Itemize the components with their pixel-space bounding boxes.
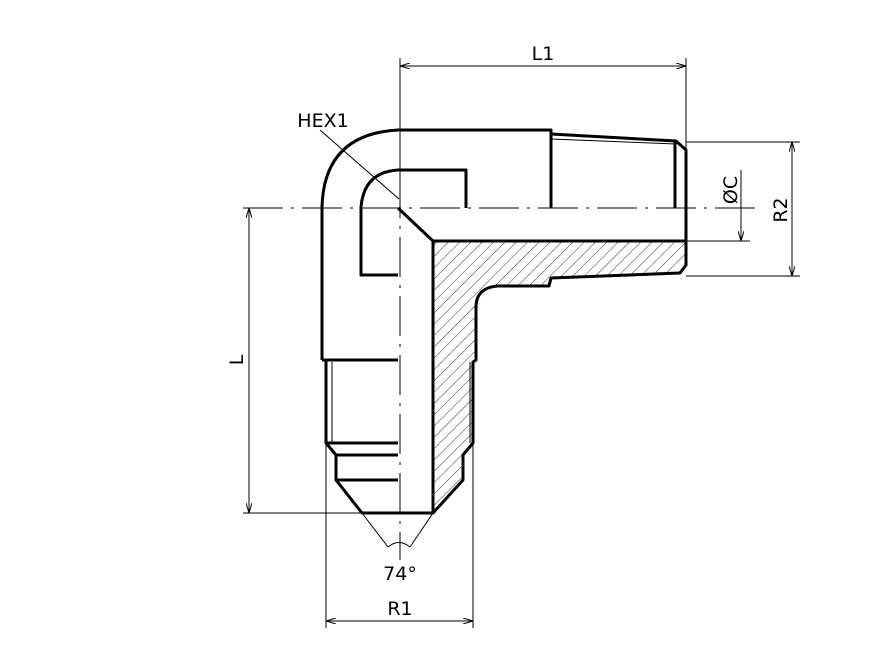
dimension-r2: R2 [686, 141, 800, 277]
section-hatch [431, 239, 688, 515]
dimension-r2-label: R2 [770, 197, 792, 222]
dimension-l1-label: L1 [532, 43, 555, 65]
dimension-flare-angle: 74° [361, 512, 434, 585]
flare-angle-label: 74° [383, 563, 417, 585]
dimension-bore: ØC [686, 170, 750, 242]
dimension-l1: L1 [399, 43, 687, 208]
dimension-l: L [226, 208, 362, 514]
dimension-bore-label: ØC [720, 176, 742, 204]
dimension-l-label: L [226, 354, 248, 365]
hex-callout: HEX1 [297, 110, 400, 200]
hex-label: HEX1 [297, 110, 348, 132]
dimension-r1-label: R1 [387, 598, 412, 620]
fitting-body [320, 128, 688, 515]
dimension-r1: R1 [325, 443, 474, 628]
